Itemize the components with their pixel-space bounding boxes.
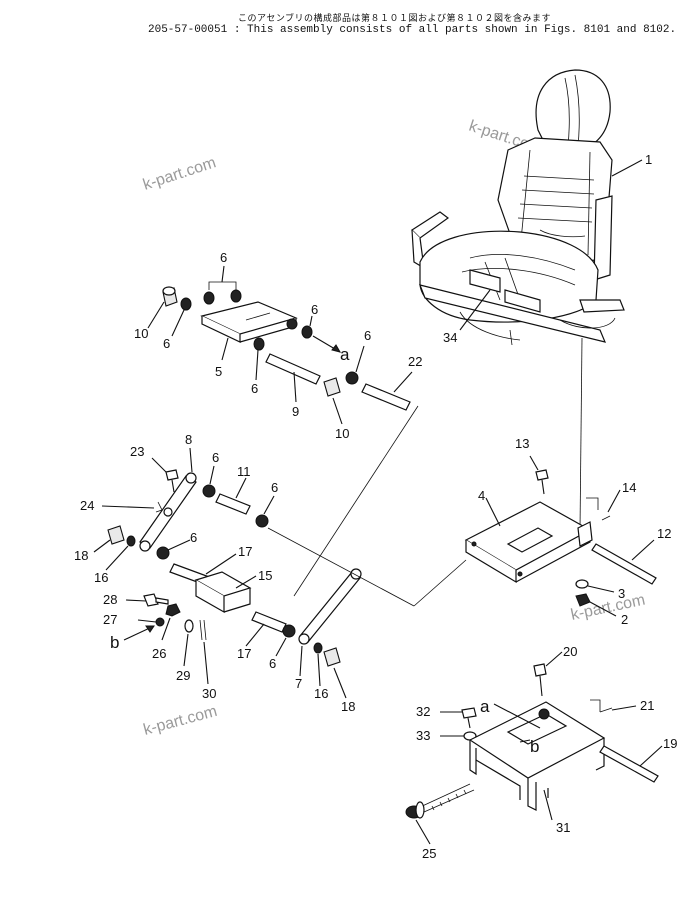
callout-6-e: 6 (364, 328, 371, 343)
callout-24: 24 (80, 498, 94, 513)
callout-labels: 1 2 3 4 5 6 6 6 6 6 6 6 6 6 7 8 9 10 10 … (74, 152, 677, 861)
callout-14: 14 (622, 480, 636, 495)
callout-22: 22 (408, 354, 422, 369)
callout-8: 8 (185, 432, 192, 447)
callout-16-b: 16 (314, 686, 328, 701)
callout-20: 20 (563, 644, 577, 659)
watermark-1: k-part.com (141, 154, 218, 194)
callout-9: 9 (292, 404, 299, 419)
callout-18-a: 18 (74, 548, 88, 563)
callout-4: 4 (478, 488, 485, 503)
callout-11: 11 (237, 464, 251, 479)
callout-15: 15 (258, 568, 272, 583)
middle-linkage-group (93, 405, 467, 699)
callout-10-b: 10 (335, 426, 349, 441)
callout-31: 31 (556, 820, 570, 835)
callout-32: 32 (416, 704, 430, 719)
callout-26: 26 (152, 646, 166, 661)
callout-27: 27 (103, 612, 117, 627)
callout-10-a: 10 (134, 326, 148, 341)
callout-a-upper: a (340, 345, 350, 364)
callout-17-a: 17 (238, 544, 252, 559)
callout-13: 13 (515, 436, 529, 451)
callout-21: 21 (640, 698, 654, 713)
seat-assembly (411, 69, 643, 531)
callout-6-b: 6 (163, 336, 170, 351)
base-group (405, 651, 663, 845)
callout-33: 33 (416, 728, 430, 743)
callout-2: 2 (621, 612, 628, 627)
callout-12: 12 (657, 526, 671, 541)
bracket-group (464, 455, 657, 617)
callout-16-a: 16 (94, 570, 108, 585)
callout-28: 28 (103, 592, 117, 607)
callout-6-i: 6 (269, 656, 276, 671)
callout-6-g: 6 (271, 480, 278, 495)
callout-34: 34 (443, 330, 457, 345)
callout-6-d: 6 (311, 302, 318, 317)
callout-6-c: 6 (251, 381, 258, 396)
upper-link-group (147, 265, 413, 425)
callout-b-lower: b (530, 737, 539, 756)
callout-17-b: 17 (237, 646, 251, 661)
callout-1: 1 (645, 152, 652, 167)
callout-18-b: 18 (341, 699, 355, 714)
japanese-note: このアセンブリの構成部品は第８１０１図および第８１０２図を含みます (238, 14, 552, 24)
callout-6-h: 6 (190, 530, 197, 545)
callout-b-left: b (110, 633, 119, 652)
callout-30: 30 (202, 686, 216, 701)
callout-5: 5 (215, 364, 222, 379)
callout-6-f: 6 (212, 450, 219, 465)
callout-3: 3 (618, 586, 625, 601)
callout-23: 23 (130, 444, 144, 459)
assembly-note: 205-57-00051 : This assembly consists of… (148, 24, 677, 36)
callout-7: 7 (295, 676, 302, 691)
watermark-4: k-part.com (142, 703, 219, 739)
callout-19: 19 (663, 736, 677, 751)
callout-6-a: 6 (220, 250, 227, 265)
callout-a-lower: a (480, 697, 490, 716)
callout-25: 25 (422, 846, 436, 861)
callout-29: 29 (176, 668, 190, 683)
